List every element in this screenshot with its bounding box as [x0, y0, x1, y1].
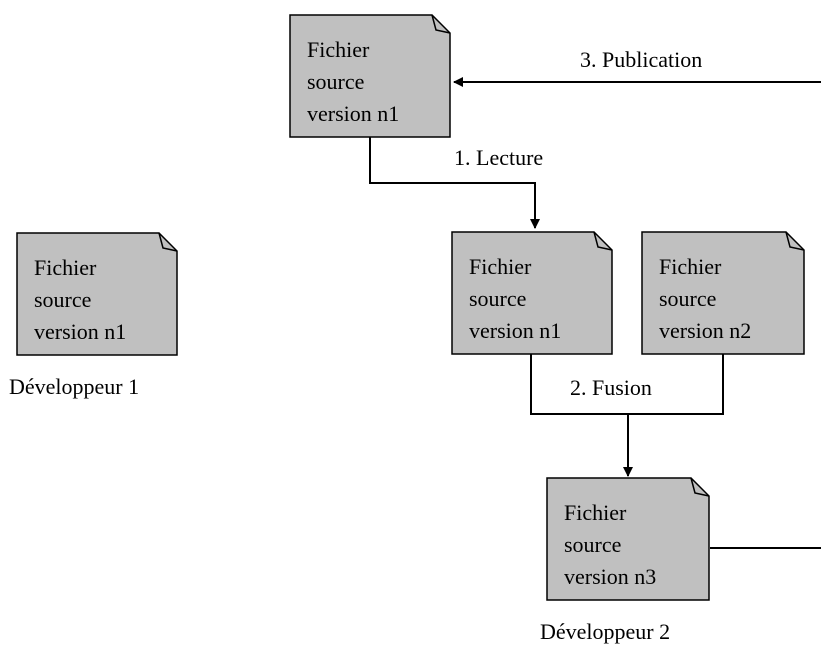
- merged-file-doc: Fichier source version n3: [546, 477, 710, 601]
- document-label: Fichier source version n1: [469, 251, 605, 347]
- dev2-read-file-doc: Fichier source version n1: [451, 231, 613, 355]
- document-label-line: Fichier: [564, 500, 627, 525]
- step-publish-label: 3. Publication: [580, 47, 703, 72]
- document-label: Fichier source version n3: [564, 497, 702, 593]
- document-icon: [16, 232, 178, 356]
- document-label-line: Fichier: [307, 37, 370, 62]
- document-icon: [289, 14, 451, 138]
- document-label-line: version n2: [659, 318, 752, 343]
- document-icon: [451, 231, 613, 355]
- document-label: Fichier source version n1: [307, 34, 443, 130]
- document-label-line: version n3: [564, 564, 657, 589]
- document-icon: [546, 477, 710, 601]
- document-label-line: source: [564, 532, 622, 557]
- document-label-line: Fichier: [659, 254, 722, 279]
- document-label-line: source: [659, 286, 717, 311]
- document-icon: [641, 231, 805, 355]
- document-label-line: version n1: [34, 319, 127, 344]
- document-label-line: Fichier: [469, 254, 532, 279]
- step-merge-label: 2. Fusion: [570, 375, 652, 400]
- document-label-line: source: [469, 286, 527, 311]
- developer-2-label: Développeur 2: [540, 619, 671, 644]
- document-label-line: version n1: [307, 101, 400, 126]
- document-label-line: source: [34, 287, 92, 312]
- document-label: Fichier source version n1: [34, 252, 170, 348]
- document-label-line: Fichier: [34, 255, 97, 280]
- dev1-file-doc: Fichier source version n1: [16, 232, 178, 356]
- dev2-local-file-doc: Fichier source version n2: [641, 231, 805, 355]
- step-read-label: 1. Lecture: [454, 145, 544, 170]
- repository-file-doc: Fichier source version n1: [289, 14, 451, 138]
- document-label: Fichier source version n2: [659, 251, 797, 347]
- read-connector: [369, 136, 540, 229]
- developer-1-label: Développeur 1: [9, 374, 140, 399]
- document-label-line: version n1: [469, 318, 562, 343]
- document-label-line: source: [307, 69, 365, 94]
